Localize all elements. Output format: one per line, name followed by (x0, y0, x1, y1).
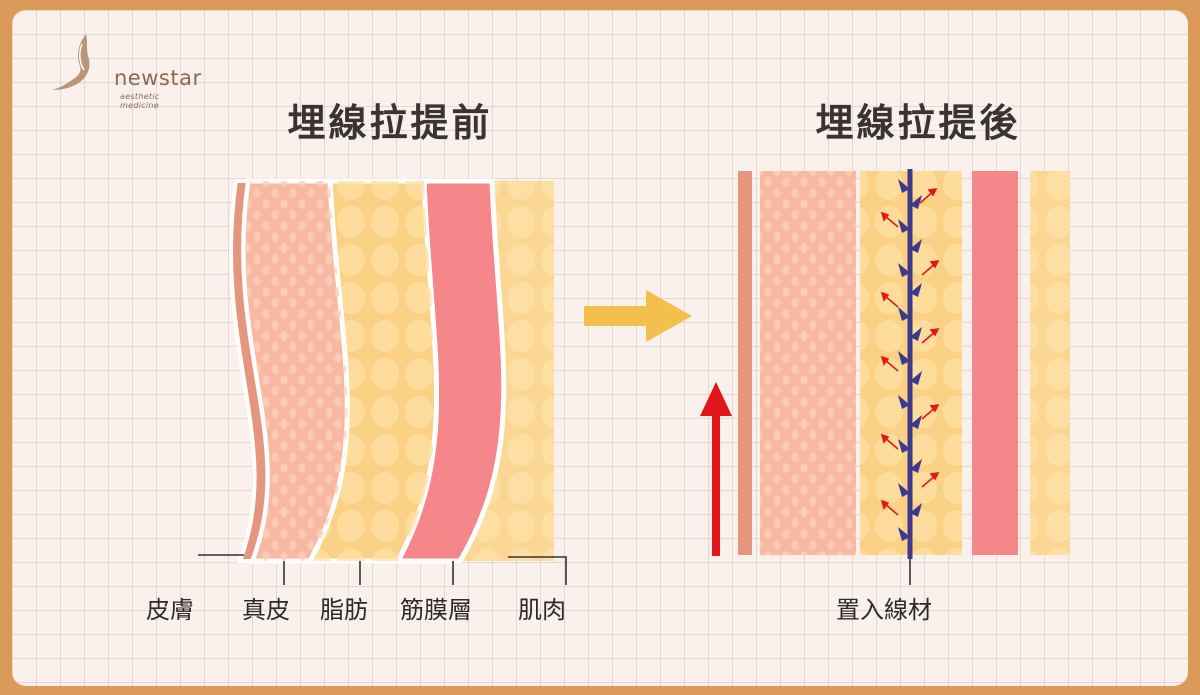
label-fascia: 筋膜層 (400, 590, 472, 625)
title-after: 埋線拉提後 (768, 92, 1068, 147)
fascia-layer (972, 171, 1018, 555)
infographic-card: newstar aesthetic medicine 埋線拉提前 埋線拉提後 (12, 10, 1188, 686)
logo-name: newstar (114, 66, 202, 90)
logo-subtitle: aesthetic medicine (120, 92, 192, 110)
yellow-arrow-icon (584, 288, 694, 344)
title-before: 埋線拉提前 (240, 92, 540, 147)
label-skin: 皮膚 (146, 590, 194, 625)
label-dermis: 真皮 (242, 590, 290, 625)
brand-logo: newstar aesthetic medicine (42, 30, 192, 110)
label-muscle: 肌肉 (518, 590, 566, 625)
after-diagram (736, 165, 1076, 595)
red-up-arrow-icon (698, 382, 734, 558)
before-diagram (198, 165, 568, 585)
skin-pointer (198, 555, 244, 585)
skin-layer (738, 171, 752, 555)
muscle-pointer (508, 557, 566, 585)
face-silhouette-icon (42, 30, 122, 110)
label-thread: 置入線材 (836, 590, 932, 625)
label-fat: 脂肪 (320, 590, 368, 625)
